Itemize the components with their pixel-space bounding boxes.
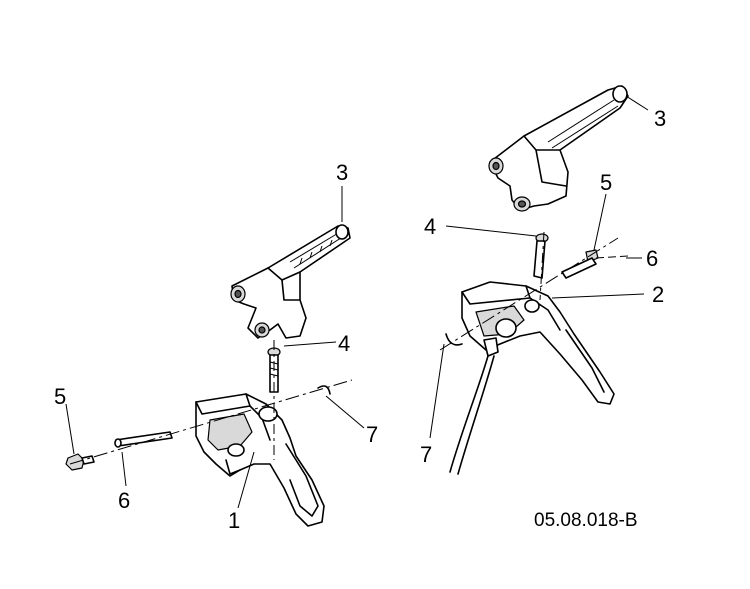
callout-right-7: 7 xyxy=(420,442,432,467)
callout-left-5: 5 xyxy=(54,384,66,409)
left-assembly xyxy=(65,186,365,527)
callout-left-6: 6 xyxy=(118,488,130,513)
right-clip xyxy=(445,333,463,346)
callout-left-3: 3 xyxy=(336,160,348,185)
left-pin xyxy=(114,431,173,448)
callout-right-4: 4 xyxy=(424,214,436,239)
right-bolt xyxy=(533,233,549,279)
callout-left-7: 7 xyxy=(366,422,378,447)
drawing-code: 05.08.018-B xyxy=(534,510,638,531)
left-bolt xyxy=(267,347,281,393)
right-assembly xyxy=(429,85,649,475)
callout-right-5: 5 xyxy=(600,170,612,195)
left-upper-lever xyxy=(230,224,351,339)
right-upper-lever xyxy=(488,85,629,212)
callout-right-6: 6 xyxy=(646,246,658,271)
callout-left-4: 4 xyxy=(338,331,350,356)
right-cable xyxy=(449,355,489,473)
left-handle-bracket xyxy=(195,393,325,527)
callout-left-1: 1 xyxy=(228,508,240,533)
callout-right-3: 3 xyxy=(654,106,666,131)
right-screw-pin xyxy=(561,249,629,279)
left-clip xyxy=(317,385,331,395)
callout-right-2: 2 xyxy=(652,282,664,307)
left-screw xyxy=(65,453,95,471)
